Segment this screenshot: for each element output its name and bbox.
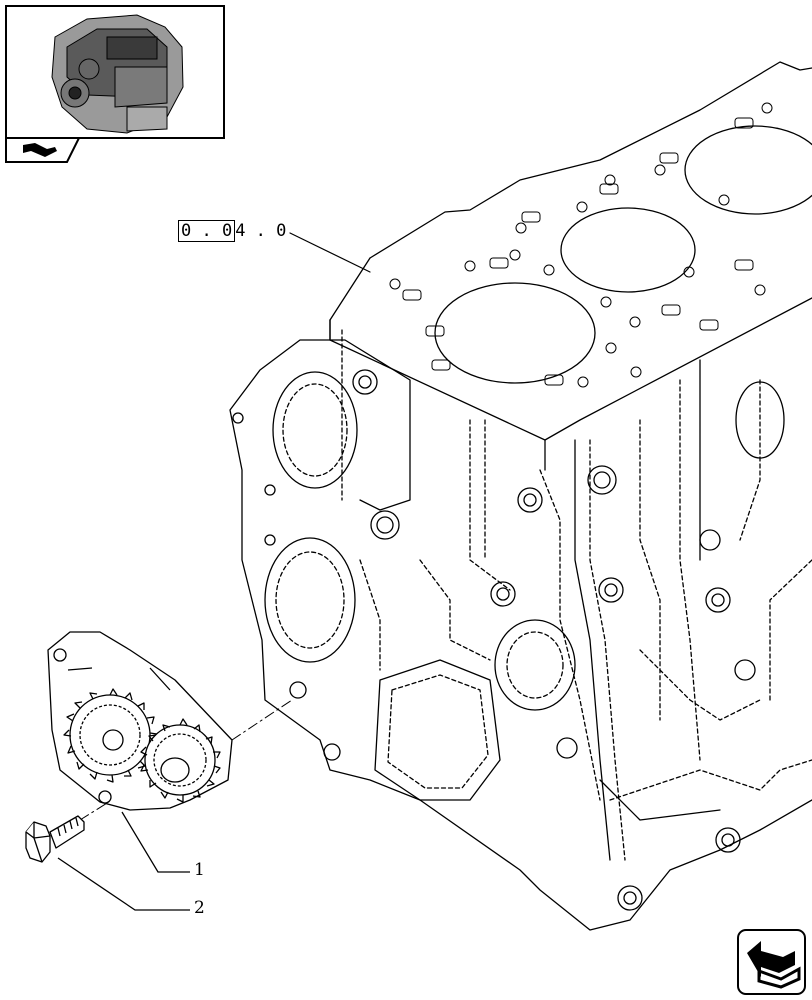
engine-block-front-face (229, 319, 812, 931)
reference-code-rest: 4 . 0 (235, 221, 287, 241)
oil-pump-seat (494, 619, 576, 711)
front-opening (264, 537, 356, 663)
camshaft-bore (272, 371, 358, 489)
callout-1-leader (121, 811, 190, 873)
book-section-icon[interactable] (5, 137, 80, 163)
reference-code-boxed: 0 . 0 (178, 220, 236, 242)
drive-gear (63, 688, 158, 783)
callout-1-label[interactable]: 1 (194, 860, 205, 880)
next-page-button[interactable] (737, 929, 806, 995)
callout-2-label[interactable]: 2 (194, 898, 205, 918)
engine-thumbnail-icon (51, 14, 184, 134)
engine-thumbnail[interactable] (5, 5, 225, 139)
callout-2-leader (57, 857, 190, 911)
driven-gear (140, 718, 221, 803)
cylinder-bore-2 (560, 207, 696, 293)
engine-block-top-deck (369, 61, 812, 259)
cylinder-bore-3 (684, 125, 812, 215)
next-page-arrow-icon (747, 941, 801, 989)
assembly-axis (231, 699, 293, 741)
reference-leader-line (289, 232, 371, 273)
cylinder-bore-1 (434, 282, 596, 384)
oil-pump (47, 631, 233, 811)
bolt (25, 815, 85, 863)
